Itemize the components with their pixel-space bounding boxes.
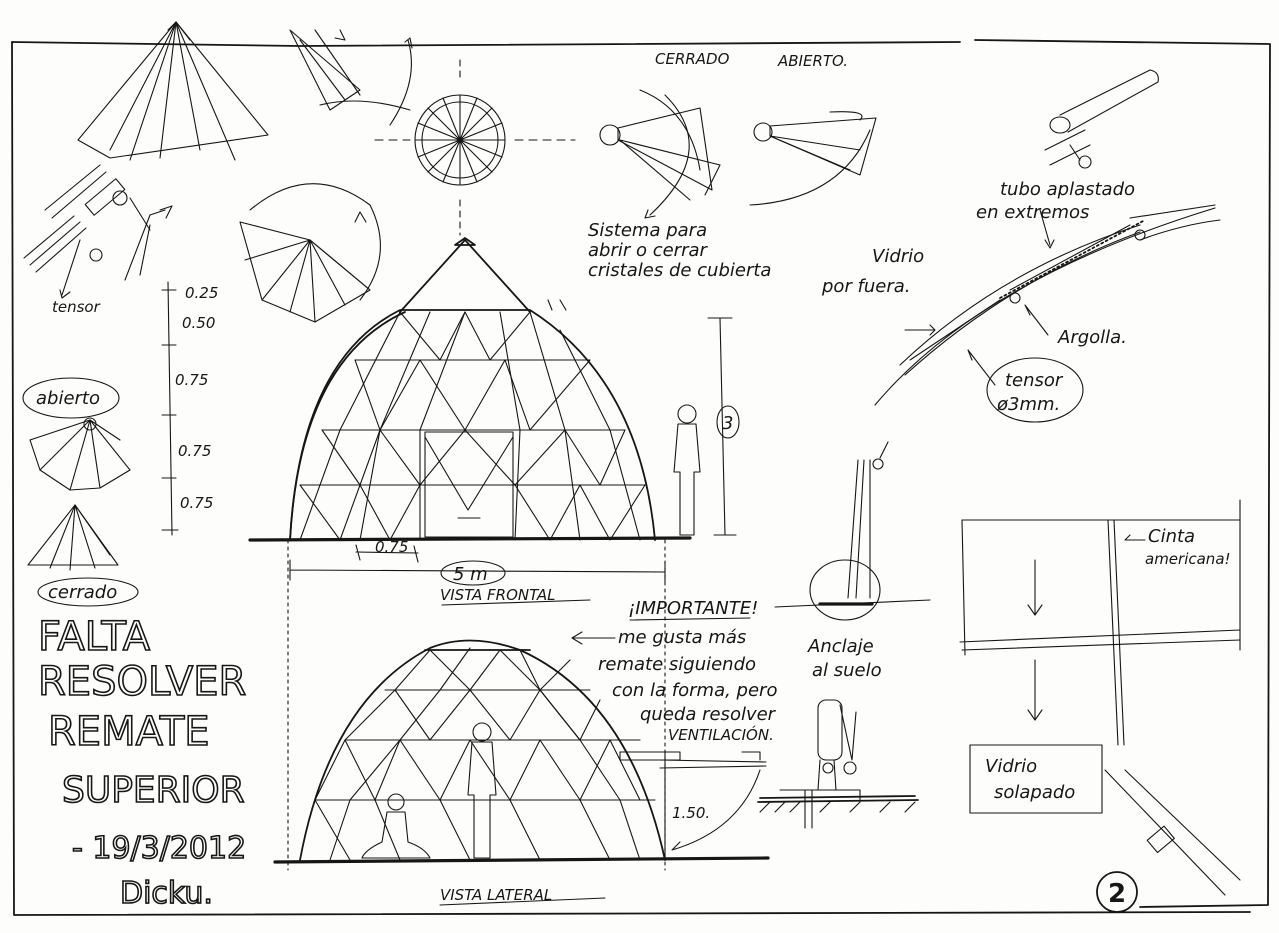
label-remate: REMATE — [48, 709, 210, 755]
label-superior: SUPERIOR — [62, 770, 245, 811]
ground-anchor-sketch — [757, 699, 919, 829]
label-abierto-left: abierto — [36, 388, 100, 409]
label-importante: ¡IMPORTANTE! — [628, 598, 758, 619]
front-elevation-struts — [299, 311, 646, 541]
label-vidrio-solapado-2: solapado — [994, 782, 1075, 803]
note-line-5: VENTILACIÓN. — [668, 725, 774, 744]
lateral-sitting-figure — [361, 793, 431, 859]
sheet-frame — [11, 39, 1271, 916]
fan-sketch-mid — [239, 183, 381, 323]
tube-detail-sketch — [1044, 69, 1159, 169]
label-tensor-left: tensor — [52, 298, 101, 316]
dim-5m-callout — [440, 560, 506, 586]
label-anclaje-1: Anclaje — [807, 636, 874, 657]
label-tensor-2: ø3mm. — [996, 394, 1060, 415]
height-dimension — [707, 317, 740, 536]
tensor-callout — [986, 357, 1084, 423]
anchor-detail-sketch — [774, 441, 931, 621]
note-line-1: me gusta más — [618, 627, 746, 648]
page-number: 2 — [1108, 879, 1126, 909]
label-cerrado-top: CERRADO — [655, 50, 730, 68]
label-falta: FALTA — [38, 614, 151, 660]
dim-label-5m: 5 m — [453, 564, 488, 585]
vidrio-solapado-box — [969, 744, 1103, 814]
cerrado-callout — [37, 577, 139, 607]
lateral-elevation-dome — [299, 639, 666, 861]
fan-open-sketch — [29, 417, 131, 491]
opening-system-sketch — [599, 89, 877, 219]
scale-label-2: 0.50 — [182, 314, 215, 332]
label-tubo-1: tubo aplastado — [1000, 179, 1135, 200]
label-abierto-top: ABIERTO. — [777, 52, 848, 70]
label-date: - 19/3/2012 — [72, 831, 246, 866]
label-vidrio-2: por fuera. — [821, 276, 911, 297]
label-cinta-1: Cinta — [1148, 526, 1195, 547]
scale-label-4: 0.75 — [178, 442, 211, 460]
label-cinta-2: americana! — [1145, 550, 1231, 568]
height-scale — [161, 281, 179, 536]
label-signature: Dicku. — [120, 876, 213, 911]
label-sistema-3: cristales de cubierta — [588, 260, 771, 281]
scale-label-3: 0.75 — [175, 371, 208, 389]
note-line-4: queda resolver — [640, 704, 777, 725]
front-ground-line — [248, 536, 692, 542]
note-line-3: con la forma, pero — [612, 680, 777, 701]
label-vista-lateral: VISTA LATERAL — [440, 886, 552, 904]
label-vista-frontal: VISTA FRONTAL — [440, 586, 556, 604]
scale-label-5: 0.75 — [180, 494, 213, 512]
label-anclaje-2: al suelo — [812, 660, 882, 681]
lateral-ground-line — [273, 856, 770, 864]
abierto-callout — [22, 377, 120, 419]
dome-plan-view — [374, 59, 576, 236]
vista-frontal-underline — [441, 599, 591, 606]
corner-clip-sketch — [1104, 769, 1241, 896]
dim-label-150: 1.50. — [672, 804, 710, 822]
label-vidrio-solapado-1: Vidrio — [985, 756, 1037, 777]
lateral-elevation-struts — [314, 647, 656, 861]
lateral-standing-figure — [467, 722, 497, 859]
hinge-detail-sketch — [23, 164, 173, 299]
label-sistema-1: Sistema para — [588, 220, 707, 241]
fan-sketch-top — [289, 29, 413, 126]
roof-section-detail — [874, 204, 1221, 406]
importante-arrow — [571, 617, 751, 645]
label-argolla: Argolla. — [1057, 327, 1127, 348]
overlap-detail-sketch — [959, 499, 1241, 746]
note-line-2: remate siguiendo — [598, 654, 756, 675]
cone-sketch — [77, 21, 269, 161]
label-cerrado-left: cerrado — [48, 582, 117, 603]
front-person-figure — [673, 404, 701, 536]
fan-closed-sketch — [27, 504, 119, 571]
dim-label-3: 3 — [722, 413, 733, 434]
page-number-circle — [1096, 871, 1138, 913]
label-vidrio-1: Vidrio — [872, 246, 924, 267]
lateral-vent-detail — [619, 751, 767, 861]
dim-label-075: 0.75 — [375, 538, 408, 556]
label-sistema-2: abrir o cerrar — [588, 240, 709, 261]
front-elevation-dome — [289, 237, 656, 541]
arrows-updown — [547, 299, 567, 311]
label-resolver: RESOLVER — [38, 659, 246, 705]
vista-lateral-underline — [439, 897, 606, 906]
label-tensor-1: tensor — [1005, 370, 1064, 391]
label-tubo-2: en extremos — [976, 202, 1089, 223]
scale-label-1: 0.25 — [185, 284, 218, 302]
